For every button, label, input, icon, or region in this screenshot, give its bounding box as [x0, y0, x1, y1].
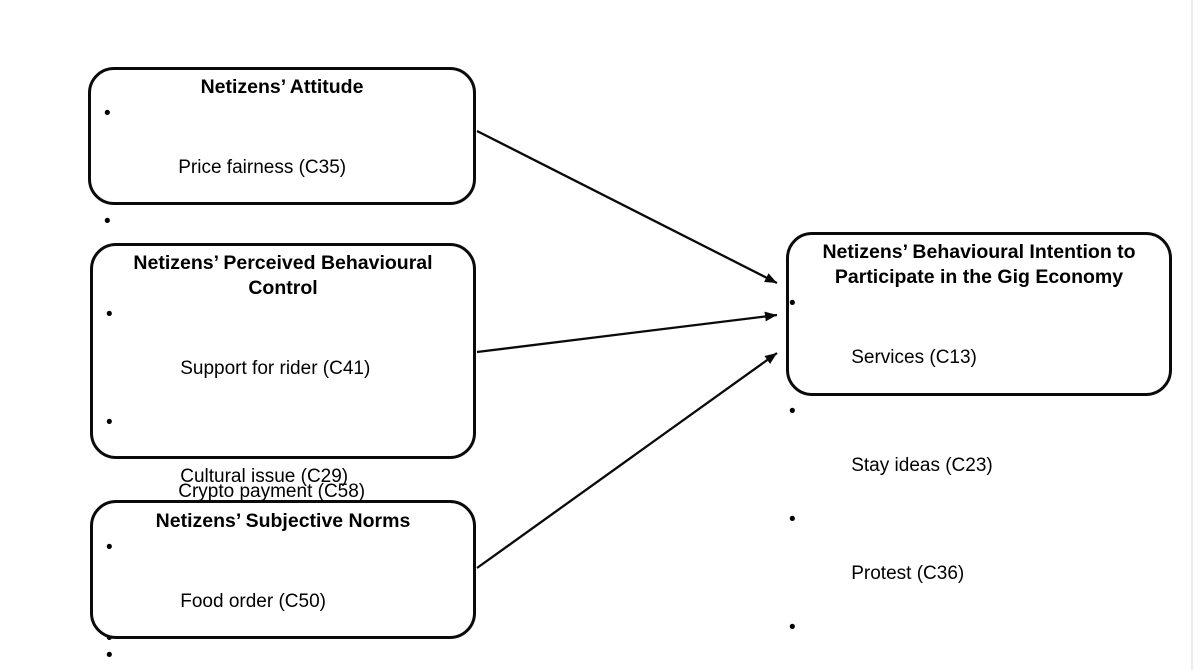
bullet-dot-icon: •	[789, 617, 796, 638]
list-item: • Crypto payment (C58)	[91, 424, 473, 532]
list-item: • Services (C13)	[789, 290, 1169, 398]
list-item-label: Support for rider (C41)	[180, 358, 371, 379]
arrow-norms-to-intention	[476, 352, 778, 569]
list-item-label: Services (C13)	[851, 347, 977, 368]
bullet-dot-icon: •	[106, 645, 113, 666]
list-item: • Stay ideas (C23)	[789, 398, 1169, 506]
arrow-attitude-to-intention	[476, 129, 778, 285]
bullet-dot-icon: •	[104, 103, 111, 124]
bullet-list-intention: • Services (C13) • Stay ideas (C23) • Pr…	[789, 290, 1169, 670]
list-item: • Price fairness (C35)	[91, 100, 473, 208]
arrow-control-to-intention	[476, 311, 778, 354]
list-item: • Protest (C36)	[789, 506, 1169, 614]
node-title-attitude: Netizens’ Attitude	[200, 76, 364, 98]
list-item-label: Protest (C36)	[851, 563, 965, 584]
list-item-label: Food order (C50)	[180, 591, 326, 612]
bullet-dot-icon: •	[789, 293, 796, 314]
node-title-control: Netizens’ Perceived Behavioural Control	[133, 252, 433, 299]
list-item: • Tip rider (C45)	[789, 614, 1169, 670]
list-item: • Support for rider (C41)	[93, 301, 473, 409]
bullet-dot-icon: •	[789, 509, 796, 530]
list-item-label: Price fairness (C35)	[178, 157, 347, 178]
list-item: • Cultural issue (C29)	[93, 409, 473, 517]
node-netizens-attitude: Netizens’ Attitude • Price fairness (C35…	[88, 67, 476, 502]
node-title-norms: Netizens’ Subjective Norms	[155, 510, 411, 532]
node-title-intention: Netizens’ Behavioural Intention to Parti…	[822, 241, 1136, 288]
list-item: • Food order (C50)	[93, 534, 473, 642]
node-netizens-perceived-behavioural-control: Netizens’ Perceived Behavioural Control …	[90, 243, 476, 649]
list-item-label: Cultural issue (C29)	[180, 466, 349, 487]
bullet-dot-icon: •	[106, 304, 113, 325]
list-item-label: Stay ideas (C23)	[851, 455, 993, 476]
node-netizens-subjective-norms: Netizens’ Subjective Norms • Food order …	[90, 500, 476, 666]
list-item: • Company collaboration (C21)	[93, 642, 473, 670]
list-item: • Platform issue (C43)	[93, 625, 473, 670]
page-edge-rule	[1191, 0, 1193, 670]
bullet-dot-icon: •	[104, 211, 111, 232]
bullet-dot-icon: •	[789, 401, 796, 422]
bullet-dot-icon: •	[106, 537, 113, 558]
node-netizens-behavioural-intention: Netizens’ Behavioural Intention to Parti…	[786, 232, 1172, 638]
bullet-dot-icon: •	[106, 628, 113, 649]
bullet-list-norms: • Food order (C50) • Company collaborati…	[93, 534, 473, 670]
list-item-label: Crypto payment (C58)	[178, 481, 366, 502]
bullet-dot-icon: •	[106, 412, 113, 433]
